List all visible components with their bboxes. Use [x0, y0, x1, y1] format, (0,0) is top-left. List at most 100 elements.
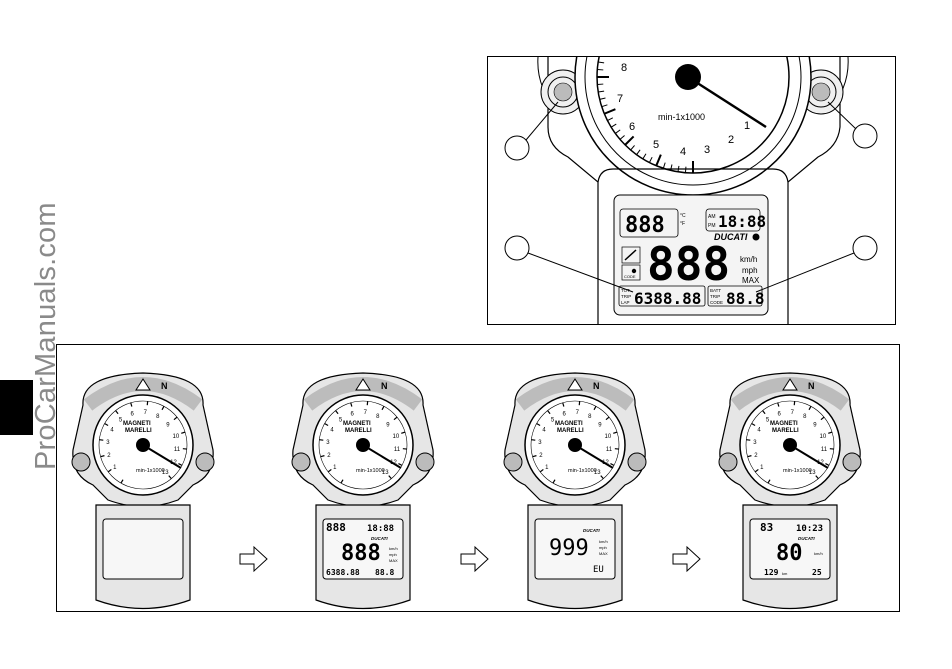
- tacho-needle: [687, 75, 767, 129]
- lcd-indicator-dot: [752, 233, 760, 241]
- lcd-battery: 88.8: [375, 568, 394, 577]
- lcd-speed: 80: [776, 541, 803, 566]
- tacho-number-3: 3: [704, 144, 710, 156]
- tacho-needle: [362, 444, 402, 469]
- svg-text:TRIP: TRIP: [621, 294, 631, 299]
- lcd-screen: [102, 518, 184, 580]
- brand-logo-bottom: MARELLI: [125, 428, 152, 434]
- dial-number: 8: [156, 414, 160, 420]
- callout-circles: [504, 101, 878, 293]
- lcd-unit-max: MAX: [599, 551, 608, 556]
- tacho-number-4: 4: [680, 146, 686, 158]
- brand-logo-top: MAGNETI: [770, 421, 798, 427]
- lcd-speed: 999: [549, 536, 589, 561]
- sequence-arrow-3: [672, 545, 701, 573]
- right-mount-knob: [627, 452, 647, 472]
- needle-hub: [136, 438, 150, 452]
- dial-number: 13: [809, 470, 816, 476]
- right-mount-knob: [195, 452, 215, 472]
- dial-number: 11: [394, 447, 401, 453]
- dial-number: 4: [542, 427, 546, 433]
- lcd-unit-kmh: km/h: [599, 539, 608, 544]
- lcd-clock: 18:88: [367, 524, 394, 534]
- dial-number: 9: [386, 422, 390, 428]
- tacho-needle: [574, 444, 614, 469]
- dial-number: 1: [545, 465, 549, 471]
- lcd-brand: DUCATI: [371, 536, 388, 541]
- instrument-cluster-1: N12345678910111213MAGNETIMARELLImin-1x10…: [71, 372, 215, 610]
- lcd-odometer: 6388.88: [634, 289, 701, 308]
- warning-triangle-icon: [135, 378, 151, 391]
- dial-number: 5: [339, 417, 343, 423]
- svg-text:TOT: TOT: [621, 288, 630, 293]
- svg-text:BATT: BATT: [710, 288, 721, 293]
- lcd-unit-kmh: km/h: [740, 255, 757, 264]
- dial-number: 3: [538, 440, 542, 446]
- dial-number: 1: [760, 465, 764, 471]
- tacho-needle: [142, 444, 182, 469]
- dial-number: 13: [162, 470, 169, 476]
- dial-number: 13: [594, 470, 601, 476]
- dial-number: 2: [327, 453, 331, 459]
- needle-hub: [356, 438, 370, 452]
- brand-logo-top: MAGNETI: [123, 421, 151, 427]
- dial-number: 3: [106, 440, 110, 446]
- tacho-number-7: 7: [617, 93, 623, 105]
- lcd-unit-max: MAX: [742, 276, 760, 285]
- lcd-housing: [597, 168, 789, 316]
- lcd-temp: 888: [625, 213, 665, 238]
- dial-number: 10: [393, 434, 400, 440]
- startup-sequence-figure: N12345678910111213MAGNETIMARELLImin-1x10…: [56, 344, 900, 612]
- lcd-speed: 888: [341, 541, 381, 566]
- left-mount-knob: [503, 452, 523, 472]
- lcd-brand: DUCATI: [714, 232, 748, 242]
- instrument-cluster-2: N12345678910111213MAGNETIMARELLImin-1x10…: [291, 372, 435, 610]
- dial-number: 6: [351, 411, 355, 417]
- dial-number: 3: [753, 440, 757, 446]
- tacho-unit-label: min-1x1000: [136, 468, 165, 474]
- tacho-number-2: 2: [728, 134, 734, 146]
- tacho-number-1: 1: [744, 120, 750, 132]
- lcd-unit-mph: mph: [389, 552, 397, 557]
- lcd-clock: 18:88: [718, 212, 766, 231]
- dial-number: 7: [791, 410, 795, 416]
- warning-triangle-icon: [355, 378, 371, 391]
- dial-number: 10: [173, 434, 180, 440]
- brand-logo-bottom: MARELLI: [772, 428, 799, 434]
- dial-number: 1: [333, 465, 337, 471]
- dial-number: 11: [174, 447, 181, 453]
- neutral-indicator: N: [593, 381, 600, 391]
- lcd-unit-mph: mph: [599, 545, 607, 550]
- right-mount-knob: [415, 452, 435, 472]
- left-mount-knob: [291, 452, 311, 472]
- tacho-unit-label: min-1x1000: [783, 468, 812, 474]
- lcd-brand: DUCATI: [798, 536, 815, 541]
- lcd-screen: [749, 518, 831, 580]
- tacho-needle: [789, 444, 829, 469]
- dial-number: 6: [563, 411, 567, 417]
- lcd-display: 888 °C °F AM PM 18:88 DUCATI CODE 888 km…: [618, 208, 766, 308]
- dial-number: 11: [821, 447, 828, 453]
- dial-number: 4: [757, 427, 761, 433]
- dial-number: 6: [131, 411, 135, 417]
- lcd-brand: DUCATI: [583, 528, 600, 533]
- brand-logo-top: MAGNETI: [555, 421, 583, 427]
- svg-text:LAP: LAP: [621, 300, 630, 305]
- section-tab: [0, 380, 33, 435]
- dial-number: 13: [382, 470, 389, 476]
- dial-number: 8: [588, 414, 592, 420]
- lcd-clock: 10:23: [796, 524, 823, 534]
- dial-number: 4: [330, 427, 334, 433]
- dial-number: 3: [326, 440, 330, 446]
- lcd-speed: 888: [647, 237, 730, 291]
- brand-logo-top: MAGNETI: [343, 421, 371, 427]
- tacho-unit-label: min-1x1000: [658, 112, 705, 122]
- lcd-unit-kmh: km/h: [389, 546, 398, 551]
- lcd-odometer: 6388.88: [326, 568, 360, 577]
- lcd-bottom-right: 25: [812, 568, 822, 577]
- left-mount-knob: [718, 452, 738, 472]
- tachometer-dial: 8 7 6 5 4 3 2 1 min-1x1000: [574, 57, 812, 196]
- neutral-indicator: N: [161, 381, 168, 391]
- dial-number: 8: [803, 414, 807, 420]
